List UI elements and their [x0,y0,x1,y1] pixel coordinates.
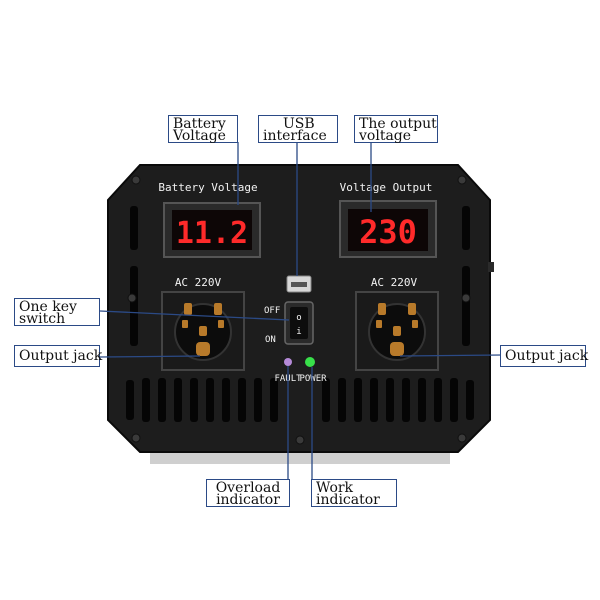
callout-battery-voltage-line1: Battery [173,116,226,132]
callout-work-indicator: Work indicator [311,479,397,507]
callout-work-indicator-line2: indicator [316,492,380,508]
case-shadow [150,452,450,464]
right-output-jack[interactable] [355,291,439,371]
fault-led [284,358,292,366]
callout-usb-interface-line2: interface [263,128,327,144]
left-outlet-label: AC 220V [175,276,222,289]
output-voltage-readout: 230 [359,213,417,251]
callout-one-key-switch-line2: switch [19,311,66,327]
callout-output-jack-left-line1: Output jack [19,348,103,364]
power-switch[interactable] [284,301,314,345]
right-outlet-label: AC 220V [371,276,418,289]
callout-battery-voltage-line2: Voltage [173,128,226,144]
callout-one-key-switch: One key switch [14,298,100,326]
callout-output-voltage-line1: The output [359,116,437,132]
callout-work-indicator-line1: Work [316,480,354,496]
left-output-jack[interactable] [161,291,245,371]
switch-off-label: OFF [264,306,280,316]
callout-overload-indicator-line2: indicator [216,492,280,508]
callout-overload-indicator: Overload indicator [206,479,290,507]
callout-usb-interface-line1: USB [283,116,315,132]
battery-voltage-readout: 11.2 [176,216,248,251]
switch-on-label: ON [265,335,276,345]
callout-usb-interface: USB interface [258,115,338,143]
power-label: POWER [299,374,327,384]
usb-port-slot [291,282,307,287]
callout-output-jack-right-line1: Output jack [505,348,589,364]
screws [127,175,471,445]
switch-off-mark: o [296,313,301,323]
side-vents [130,206,470,346]
callout-output-jack-left: Output jack [14,345,103,367]
callout-output-jack-right: Output jack [500,345,589,367]
battery-display-screen [172,210,252,250]
side-knob [488,262,494,272]
power-led [305,357,315,367]
leader-lines [99,142,503,480]
battery-voltage-panel-label: Battery Voltage [158,181,257,194]
voltage-output-panel-label: Voltage Output [340,181,433,194]
callout-output-voltage-line2: voltage [359,128,412,144]
output-display-screen [348,209,428,251]
callout-one-key-switch-line1: One key [19,299,77,315]
lower-vents [126,378,474,422]
callout-output-voltage: The output voltage [354,115,438,143]
callout-battery-voltage: Battery Voltage [168,115,238,143]
switch-on-mark: i [296,327,301,337]
callout-overload-indicator-line1: Overload [215,480,281,496]
